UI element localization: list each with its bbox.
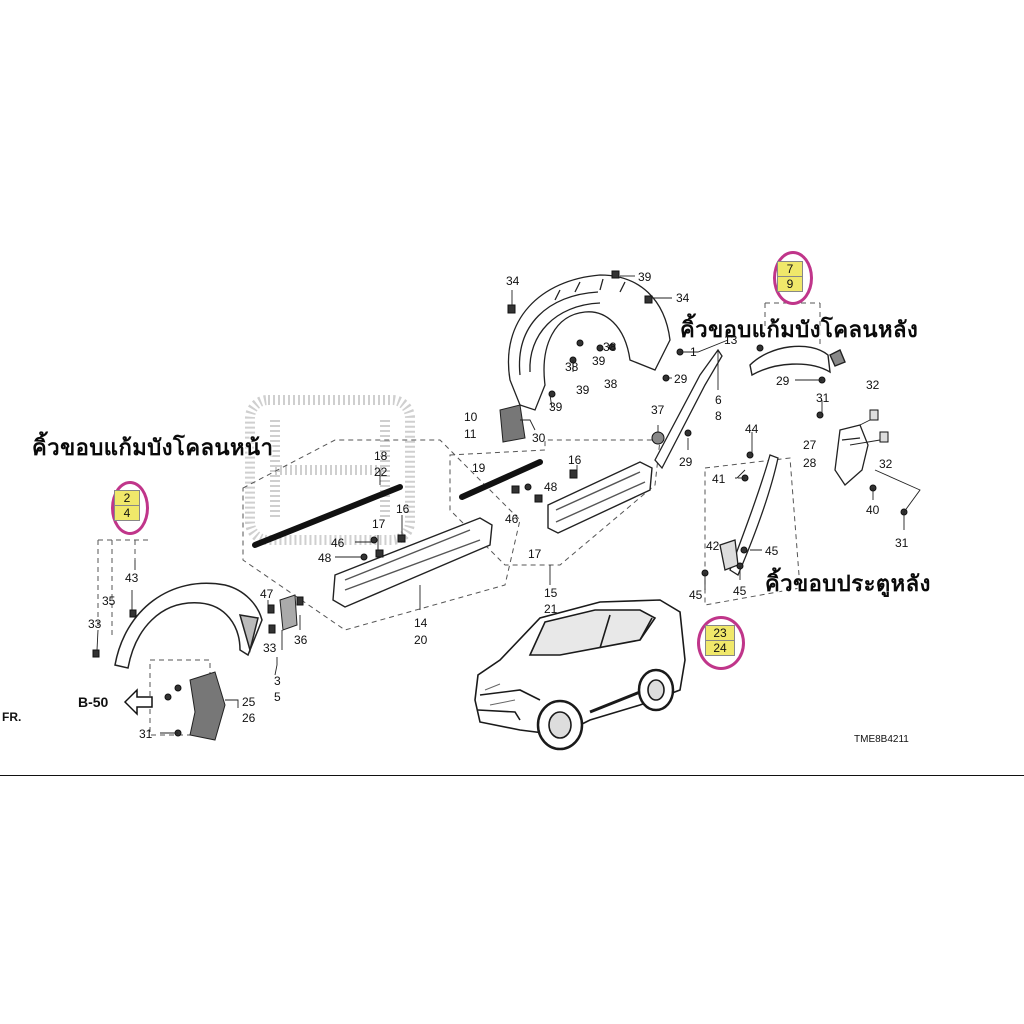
part-number: 33 [88,617,102,631]
pillar-trim [654,348,723,470]
part-number: 27 [803,438,817,452]
part-number: 34 [506,274,520,288]
part-number: 48 [318,551,332,565]
part-number: 13 [724,333,738,347]
part-number: 47 [260,587,274,601]
part-number: 29 [679,455,693,469]
highlight-door-lower: 24 [706,640,734,655]
part-number: 8 [715,409,722,423]
highlight-rear-lower: 9 [778,276,802,291]
part-number: 15 [544,586,558,600]
highlight-rear-upper: 7 [786,262,794,276]
mud-flap-front [189,671,226,741]
part-number: 31 [139,727,153,741]
part-number: 32 [879,457,893,471]
part-number: 3 [274,674,281,688]
part-number: 43 [125,571,139,585]
sill-strip-rear [459,459,543,500]
highlight-door-upper: 23 [713,626,727,640]
part-number: 31 [895,536,909,550]
part-number: 17 [528,547,542,561]
highlight-ring-front [111,481,149,535]
part-number: 45 [733,584,747,598]
front-fender-arch [114,582,263,669]
part-number: 46 [331,536,345,550]
divider-line [0,775,1024,776]
part-number: 11 [464,427,477,441]
part-number: 37 [651,403,665,417]
part-number: 32 [866,378,880,392]
part-number: 39 [592,354,606,368]
highlight-rear-part-numbers: 7 9 [777,261,803,292]
highlight-ring-rear [773,251,813,305]
part-number: 28 [803,456,817,470]
part-number: 41 [712,472,726,486]
part-number: 25 [242,695,256,709]
part-number: 16 [568,453,582,467]
part-number: 6 [715,393,722,407]
mud-flap-center [499,404,526,443]
part-number: 26 [242,711,256,725]
part-number: 5 [274,690,281,704]
part-number: 29 [776,374,790,388]
part-number: 46 [505,512,519,526]
rear-fender-trim-label: คิ้วขอบแก้มบังโคลนหลัง [680,318,919,343]
highlight-door-part-numbers: 23 24 [705,625,735,656]
highlight-front-part-numbers: 2 4 [114,490,140,521]
mud-flap-rear [834,424,869,486]
part-number: 48 [544,480,558,494]
part-number: 1 [690,345,697,359]
reference-label: B-50 [78,694,109,710]
background-logo [245,395,415,545]
part-number: 38 [604,377,618,391]
leader-lines [96,275,921,734]
reference-arrow [123,688,153,716]
part-number: 39 [638,270,652,284]
part-number: 29 [674,372,688,386]
highlight-front-upper: 2 [123,491,131,505]
diagram-code: TME8B4211 [854,734,909,745]
part-number: 34 [676,291,690,305]
part-number: 36 [294,633,308,647]
part-number: 44 [745,422,759,436]
part-number: 38 [565,360,579,374]
rear-door-edge-trim [719,454,779,576]
sill-strip-front [252,484,403,548]
part-number: 40 [866,503,880,517]
part-number: 30 [532,431,546,445]
front-fender-trim-label: คิ้วขอบแก้มบังโคลนหน้า [32,436,274,461]
part-number: 39 [576,383,590,397]
rear-door-trim-label: คิ้วขอบประตูหลัง [765,572,931,597]
bracket [279,594,298,631]
part-number: 31 [816,391,830,405]
vehicle-illustration [474,599,686,751]
part-number: 38 [603,340,617,354]
part-number: 22 [374,465,388,479]
rear-fender-arch [749,345,846,377]
part-number: 16 [396,502,410,516]
part-number: 14 [414,616,428,630]
part-number: 19 [472,461,486,475]
part-number: 33 [263,641,277,655]
direction-label: FR. [2,710,22,724]
part-number: 17 [372,517,386,531]
door-garnish-rear [547,461,653,534]
part-number: 21 [544,602,558,616]
part-number: 39 [549,400,563,414]
part-number: 42 [706,539,720,553]
door-garnish-front [332,517,493,608]
part-number: 45 [765,544,779,558]
part-number: 35 [102,594,116,608]
part-number: 18 [374,449,388,463]
part-number: 45 [689,588,703,602]
part-number: 20 [414,633,428,647]
wheel-liner [507,274,671,411]
part-number: 10 [464,410,478,424]
highlight-ring-door [697,616,745,670]
highlight-front-lower: 4 [115,505,139,520]
